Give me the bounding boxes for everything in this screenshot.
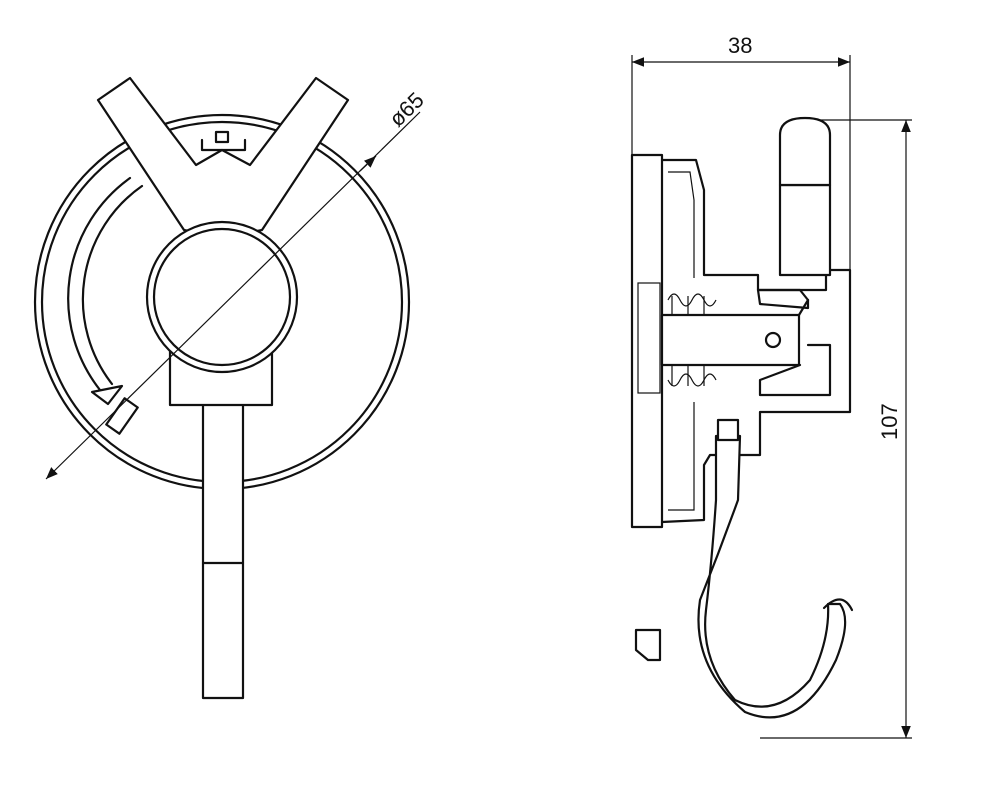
diameter-dimension-line [45, 111, 421, 480]
top-notch-pin [214, 130, 230, 144]
hook-tip [822, 598, 854, 612]
housing-outline [660, 158, 852, 524]
hook [697, 434, 847, 719]
height-label: 107 [877, 403, 902, 440]
lever [756, 288, 810, 310]
y-arms [96, 76, 350, 240]
inner-plate [637, 282, 661, 394]
rotation-arrow-icon [90, 384, 124, 406]
pivot-pin [764, 331, 782, 349]
spring [667, 293, 717, 387]
upper-arm-tip [778, 116, 832, 187]
hub-inner [152, 227, 292, 367]
side-view: 38 107 [630, 33, 912, 739]
front-view: ø65 [33, 76, 429, 700]
suction-plate [630, 153, 664, 529]
hook-stem [201, 393, 245, 700]
hub-outer [145, 220, 299, 374]
rotation-arc-inner [81, 184, 144, 386]
diameter-arrow-end [359, 155, 377, 172]
hook-pin [716, 418, 740, 442]
diameter-label: ø65 [384, 87, 429, 131]
hook-tip-tab [634, 628, 662, 662]
rotation-arc [67, 176, 132, 392]
lever-cam [758, 298, 832, 397]
upper-arm [778, 183, 832, 277]
plunger [660, 313, 801, 367]
housing-inner [668, 171, 695, 511]
depth-label: 38 [728, 33, 752, 58]
